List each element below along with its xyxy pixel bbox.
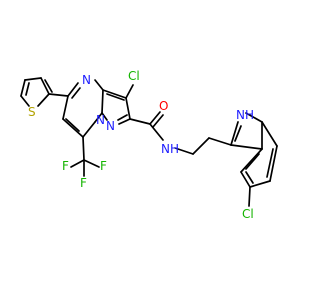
atom-label: F — [80, 176, 87, 190]
bond — [101, 89, 104, 114]
bond — [245, 112, 263, 123]
bond-layer — [20, 77, 278, 207]
bond — [125, 97, 131, 120]
bond — [230, 144, 263, 150]
bond — [261, 121, 278, 147]
bond — [240, 171, 251, 188]
bond — [94, 79, 104, 91]
bond — [40, 77, 50, 95]
atom-label: N — [82, 73, 91, 87]
bond — [82, 136, 85, 161]
atom-label: N — [106, 119, 115, 133]
bond — [24, 77, 42, 81]
bond — [20, 79, 26, 97]
bond — [118, 118, 131, 125]
bond — [192, 137, 210, 155]
atom-label: Cl — [128, 69, 140, 83]
bond — [102, 89, 127, 99]
bond — [44, 79, 53, 93]
bond — [62, 118, 84, 138]
atom-label-layer: Cl N O S N N N H N H F F F Cl — [28, 69, 254, 221]
bond — [62, 95, 69, 120]
bond — [269, 145, 278, 182]
bond — [106, 93, 125, 101]
bond — [240, 148, 263, 173]
bond — [174, 147, 194, 155]
atom-label: N — [96, 113, 105, 127]
atom-label: H — [245, 108, 254, 122]
bond — [152, 114, 164, 128]
bond — [245, 153, 260, 170]
bond — [25, 82, 30, 96]
bond — [245, 171, 254, 184]
atom-label: Cl — [242, 207, 254, 221]
bond — [249, 180, 271, 188]
atom-label: F — [100, 159, 107, 173]
bond — [94, 112, 103, 123]
bond — [248, 186, 251, 207]
bond — [82, 121, 96, 138]
bond — [208, 137, 232, 146]
atom-label: O — [159, 99, 168, 113]
atom-label: F — [62, 159, 69, 173]
bond — [230, 121, 239, 146]
bond — [67, 82, 79, 97]
atom-label: H — [170, 142, 179, 156]
molecule-canvas: Cl N O S N N N H N H F F F Cl — [20, 69, 278, 221]
bond — [117, 114, 128, 121]
atom-label: N — [161, 142, 170, 156]
bond — [266, 148, 274, 178]
bond — [129, 118, 151, 125]
structure-diagram: Cl N O S N N N H N H F F F Cl — [20, 69, 278, 221]
bond — [71, 87, 81, 99]
bond — [37, 93, 50, 107]
bond — [20, 95, 30, 107]
bond — [125, 84, 134, 99]
bond — [70, 159, 85, 168]
bond — [149, 111, 161, 125]
bond — [48, 93, 69, 97]
bond — [101, 112, 108, 121]
atom-label: S — [28, 105, 36, 119]
bond — [149, 123, 164, 141]
bond — [234, 125, 242, 142]
bond — [65, 118, 80, 132]
bond — [83, 159, 100, 168]
atom-label: N — [236, 108, 245, 122]
